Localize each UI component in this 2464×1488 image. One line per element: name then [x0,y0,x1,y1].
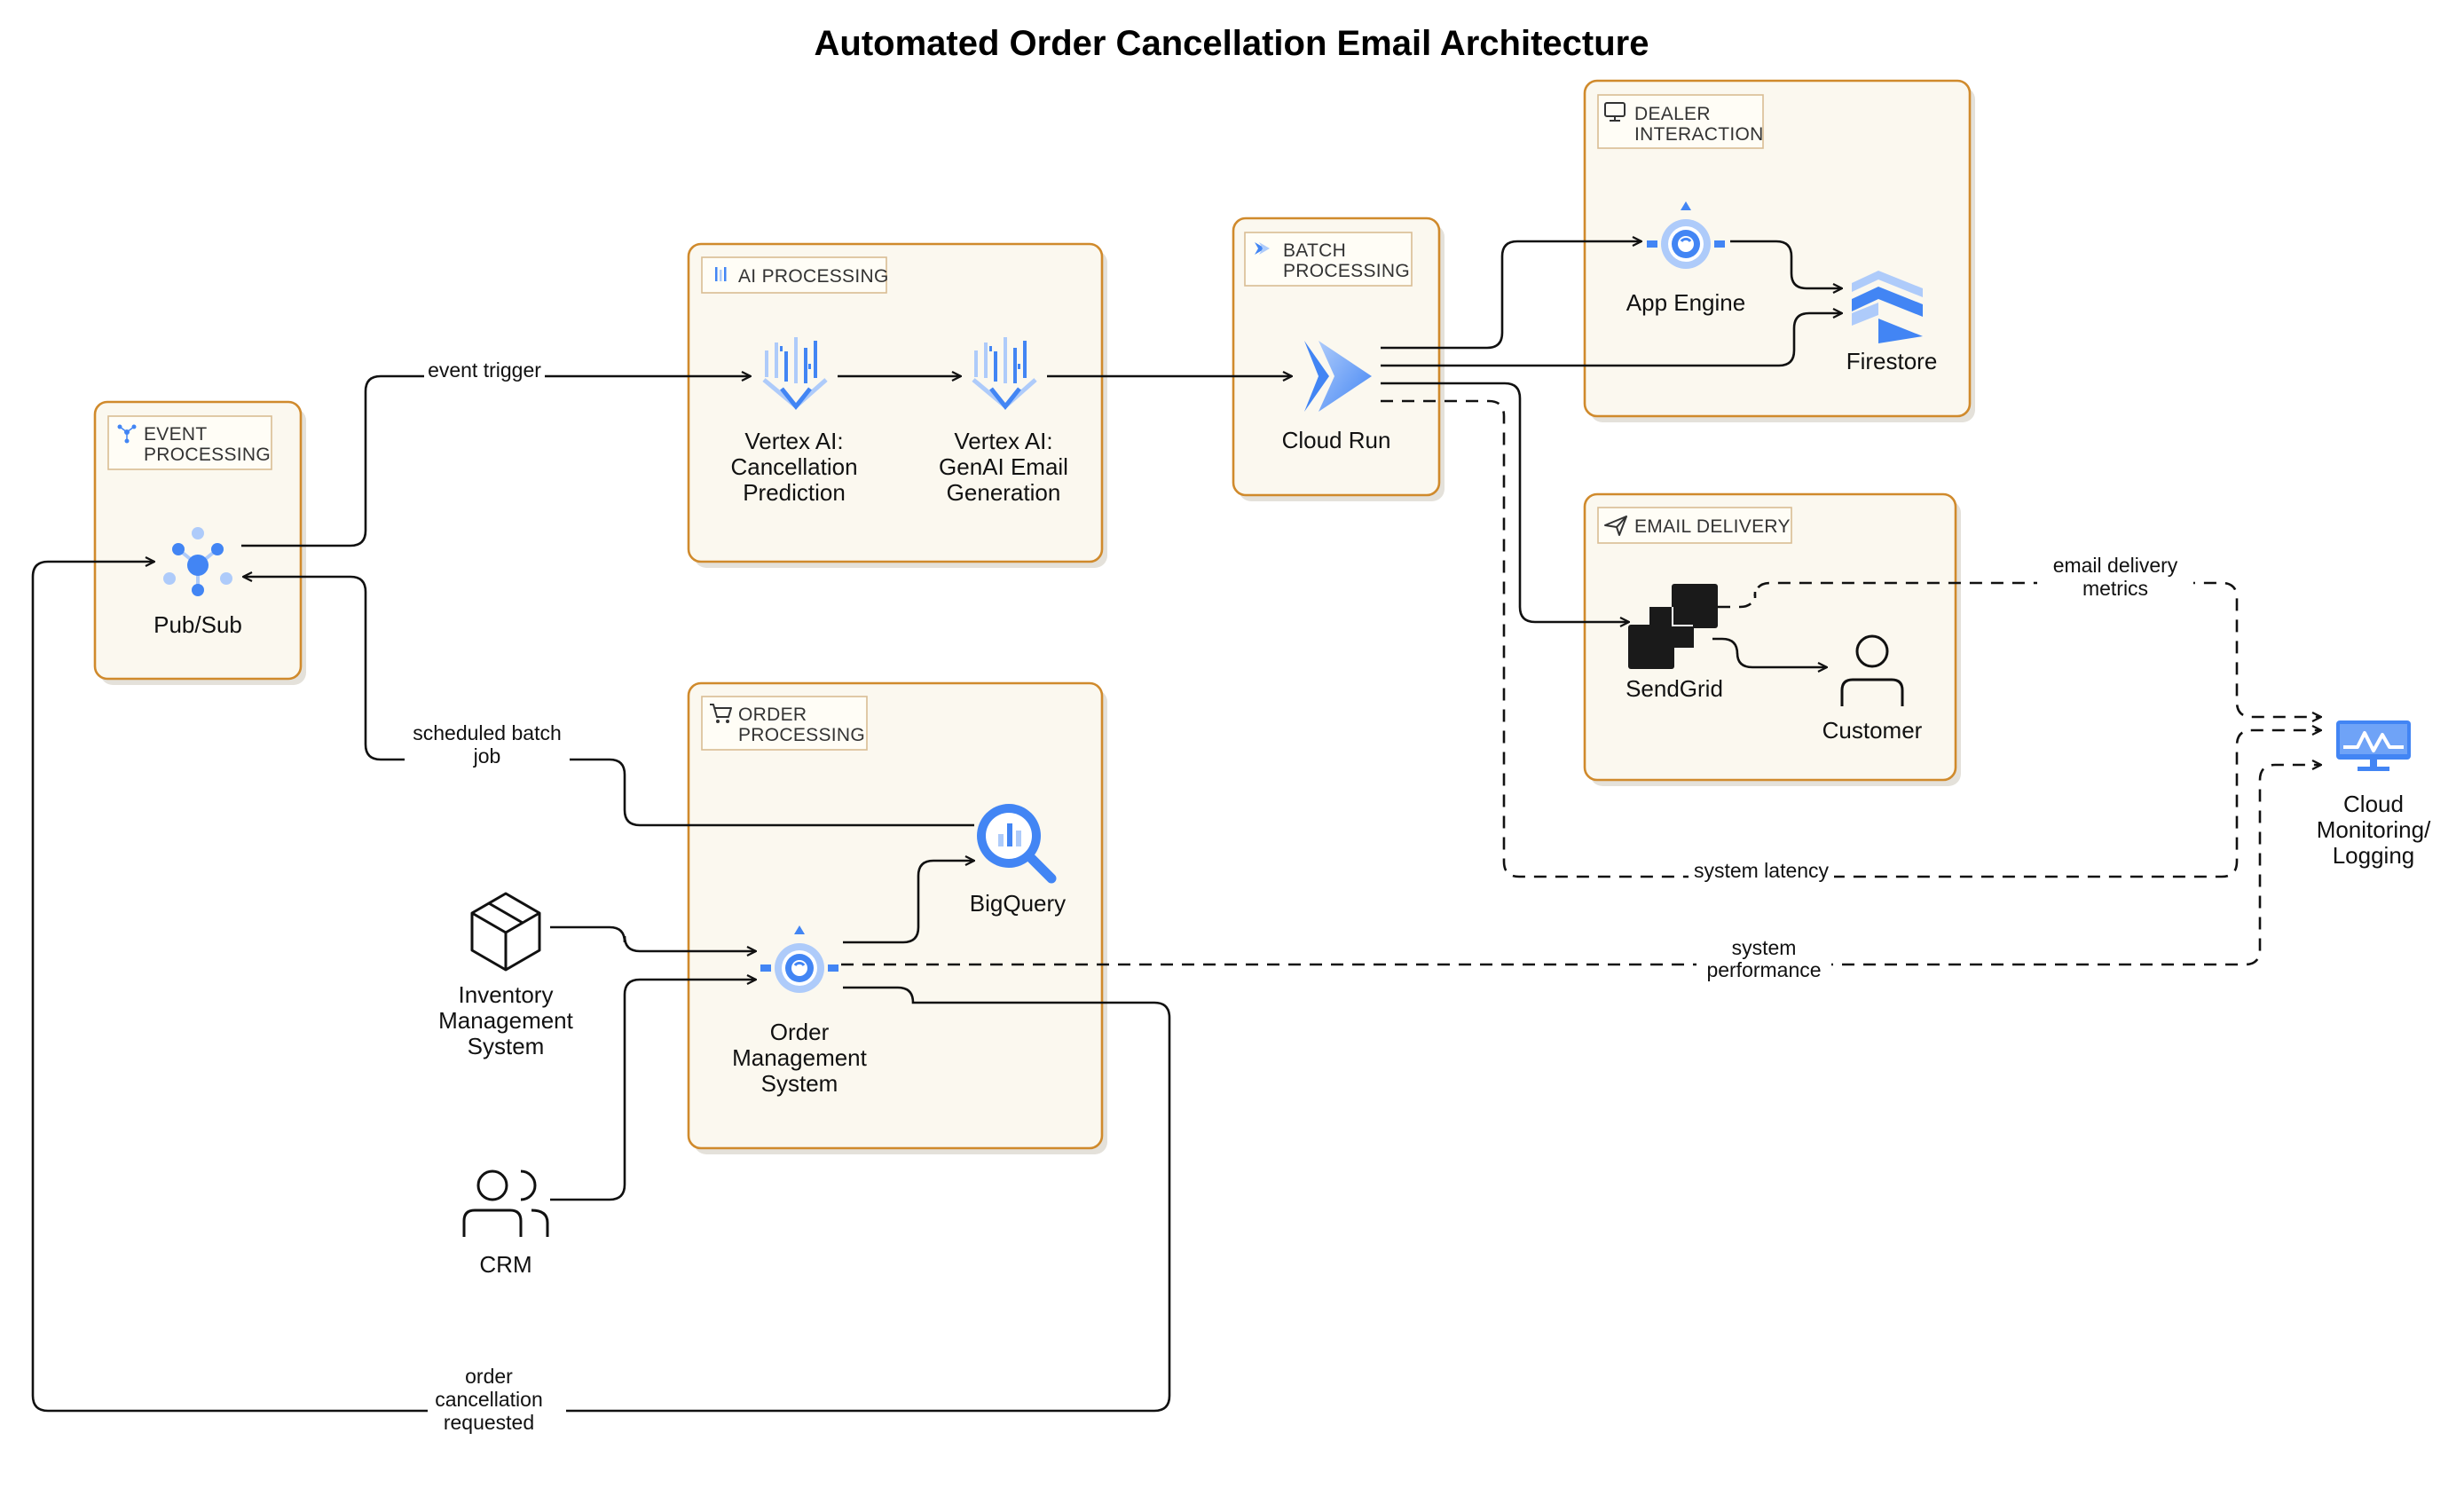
sendgrid-icon [1628,584,1718,669]
compute-icon [760,925,838,993]
cloud-run-icon [1304,341,1372,412]
node-vertex-prediction[interactable]: Vertex AI: Cancellation Prediction [730,337,858,506]
vertex-small-icon [715,267,727,281]
edge-system-performance [841,765,2321,966]
edge-label-email-metrics: metrics [2082,577,2148,600]
group-label: INTERACTION [1634,124,1764,145]
node-label: Vertex AI: [744,428,843,454]
node-label: BigQuery [970,890,1066,917]
monitor-icon [1604,102,1626,122]
group-label: EVENT [144,424,208,445]
node-label: Customer [1822,717,1923,744]
node-app-engine[interactable]: App Engine [1626,201,1745,316]
group-label: PROCESSING [738,725,865,745]
monitoring-icon [2336,720,2411,771]
edge-crm-to-order [550,980,756,1201]
node-cloud-monitoring[interactable]: Cloud Monitoring/ Logging [2317,720,2431,869]
users-icon [462,1169,549,1237]
vertex-ai-icon [762,337,828,411]
node-label: Logging [2333,842,2415,869]
node-label: Cancellation [730,453,857,480]
group-label: ORDER [738,705,807,725]
node-label: Cloud Run [1282,427,1391,453]
group-label: AI PROCESSING [738,266,889,287]
edge-inventory-to-order [550,925,756,951]
node-label: Pub/Sub [154,611,242,638]
group-label: PROCESSING [144,445,271,465]
node-label: Management [732,1044,868,1071]
node-firestore[interactable]: Firestore [1846,271,1938,374]
diagram-title: Automated Order Cancellation Email Archi… [815,24,1649,63]
paper-plane-icon [1604,516,1627,536]
cloud-run-small-icon [1255,242,1270,255]
edge-cloudrun-to-sendgrid [1381,382,1629,622]
node-label: SendGrid [1626,675,1723,702]
group-label: EMAIL DELIVERY [1634,516,1791,537]
bigquery-icon [977,804,1057,884]
edge-order-cancellation [31,562,1171,1413]
node-label: Prediction [743,479,846,506]
node-label: Monitoring/ [2317,816,2431,843]
shopping-cart-icon [710,704,732,723]
node-vertex-genai[interactable]: Vertex AI: GenAI Email Generation [939,337,1068,506]
pubsub-icon [163,527,232,596]
edge-label-order-cancellation: order [465,1365,513,1388]
edge-cloudrun-to-appengine [1381,241,1641,350]
node-label: CRM [479,1251,531,1278]
node-cloud-run[interactable]: Cloud Run [1282,341,1391,453]
node-order-management[interactable]: Order Management System [732,925,868,1097]
node-label: Order [770,1019,830,1045]
edge-email-metrics [1718,581,2321,717]
edge-label-system-latency: system latency [1694,859,1830,882]
edge-label-scheduled-batch: job [473,744,501,768]
edge-label-email-metrics: email delivery [2053,554,2178,577]
group-ai-processing: AI PROCESSING [687,242,1107,568]
node-label: Vertex AI: [954,428,1052,454]
node-sendgrid[interactable]: SendGrid [1626,584,1723,702]
node-customer[interactable]: Customer [1822,634,1923,744]
node-label: GenAI Email [939,453,1068,480]
edge-label-order-cancellation: cancellation [435,1388,542,1411]
edge-label-system-performance: performance [1706,958,1821,981]
node-pubsub[interactable]: Pub/Sub [154,527,242,638]
app-engine-icon [1647,201,1725,269]
group-label: PROCESSING [1283,261,1410,281]
edge-label-order-cancellation: requested [444,1411,534,1434]
edge-label-event-trigger: event trigger [428,358,541,382]
node-label: Management [438,1007,574,1034]
edge-event-trigger [241,376,751,547]
edge-order-to-bigquery [843,861,974,944]
node-label: Inventory [459,981,554,1008]
vertex-ai-icon [972,337,1037,411]
edge-system-latency [1381,399,2321,878]
edge-cloudrun-to-firestore [1381,313,1842,367]
edge-label-system-performance: system [1732,936,1797,959]
user-icon [1840,634,1904,706]
edge-sendgrid-to-customer [1712,637,1827,667]
pubsub-small-icon [117,424,137,444]
node-label: Generation [947,479,1061,506]
node-label: Firestore [1846,348,1938,374]
group-label: BATCH [1283,240,1346,261]
node-bigquery[interactable]: BigQuery [970,804,1066,917]
edge-label-scheduled-batch: scheduled batch [413,721,562,744]
node-crm[interactable]: CRM [462,1169,549,1278]
firestore-icon [1852,271,1923,343]
group-order-processing: ORDER PROCESSING [687,681,1107,1154]
group-event-processing: EVENT PROCESSING [93,400,306,685]
group-email-delivery: EMAIL DELIVERY [1583,492,1961,786]
node-label: App Engine [1626,289,1745,316]
package-box-icon [470,892,541,972]
group-label: DEALER [1634,104,1711,124]
node-label: Cloud [2343,791,2404,817]
node-label: System [761,1070,838,1097]
node-label: System [468,1033,545,1059]
node-inventory[interactable]: Inventory Management System [438,892,574,1059]
edge-appengine-to-firestore [1730,240,1842,288]
